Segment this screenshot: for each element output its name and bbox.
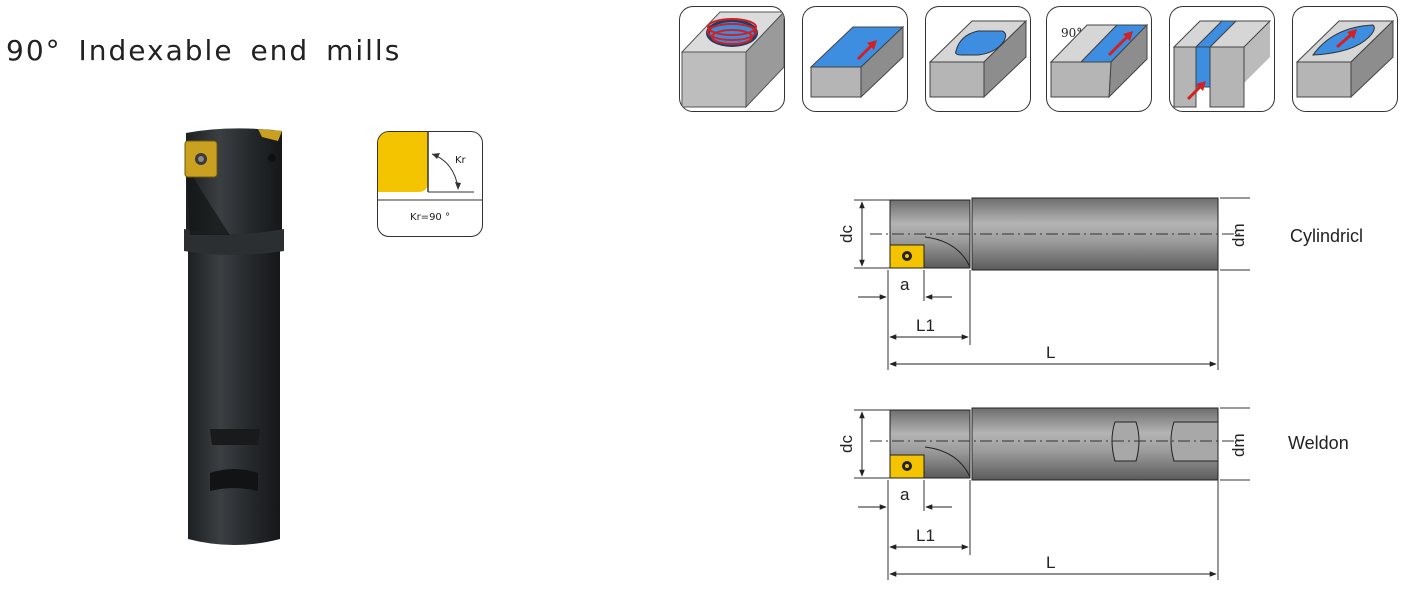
- svg-text:a: a: [900, 275, 910, 294]
- kr-value-label: Kr=90 °: [410, 212, 450, 223]
- page-title: 90° Indexable end mills: [6, 34, 402, 67]
- cylindrical-label: Cylindricl: [1290, 226, 1364, 246]
- dimension-diagram: dc dm a L1 L: [830, 175, 1260, 590]
- svg-text:dm: dm: [1229, 433, 1248, 457]
- kr-angle-box: Kr Kr=90 °: [377, 131, 483, 237]
- helical-interpolation-icon: [679, 6, 785, 112]
- weldon-shank-drawing: dc dm a L1 L: [837, 407, 1260, 580]
- shoulder-milling-icon: 90°: [1046, 6, 1152, 112]
- svg-text:L: L: [1046, 343, 1055, 362]
- svg-text:dc: dc: [837, 435, 856, 453]
- svg-text:dc: dc: [837, 225, 856, 243]
- slotting-icon: [1169, 6, 1275, 112]
- cylindrical-shank-drawing: dc dm a L1 L: [837, 197, 1260, 370]
- svg-text:L1: L1: [916, 526, 935, 545]
- svg-text:dm: dm: [1229, 223, 1248, 247]
- face-milling-icon: [802, 6, 908, 112]
- profile-milling-icon: [1292, 6, 1398, 112]
- end-mill-photo: [170, 125, 300, 570]
- svg-text:90°: 90°: [1061, 26, 1082, 40]
- kr-angle-label: Kr: [455, 155, 466, 166]
- svg-text:a: a: [900, 485, 910, 504]
- weldon-label: Weldon: [1288, 433, 1349, 453]
- svg-text:L1: L1: [916, 316, 935, 335]
- pocketing-icon: [925, 6, 1031, 112]
- svg-text:L: L: [1046, 553, 1055, 572]
